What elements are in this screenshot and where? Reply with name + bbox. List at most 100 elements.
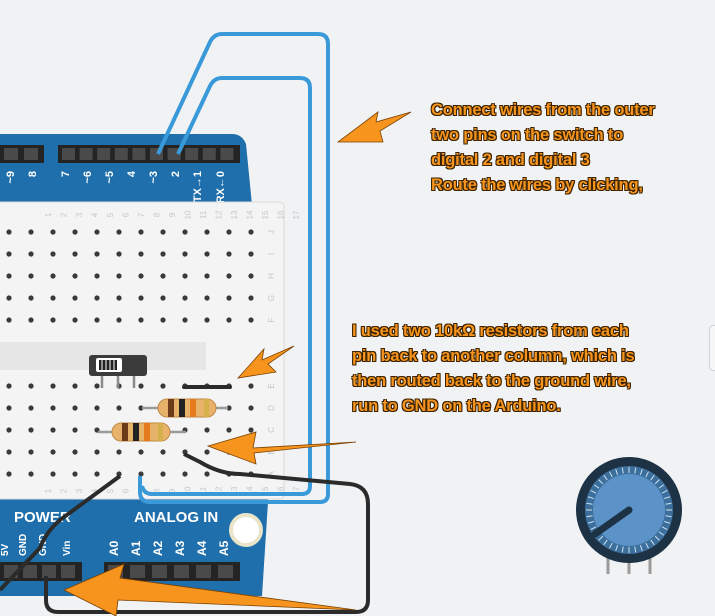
breadboard-hole[interactable] (248, 405, 254, 411)
breadboard-hole[interactable] (138, 251, 144, 257)
breadboard-hole[interactable] (226, 251, 232, 257)
header-socket[interactable] (79, 148, 93, 160)
breadboard-hole[interactable] (28, 273, 34, 279)
breadboard-hole[interactable] (28, 383, 34, 389)
breadboard-hole[interactable] (50, 405, 56, 411)
breadboard-hole[interactable] (50, 317, 56, 323)
breadboard-hole[interactable] (94, 383, 100, 389)
breadboard-hole[interactable] (160, 229, 166, 235)
breadboard-hole[interactable] (28, 471, 34, 477)
slide-switch[interactable] (89, 355, 147, 388)
breadboard-hole[interactable] (72, 405, 78, 411)
header-socket[interactable] (4, 148, 18, 160)
breadboard-hole[interactable] (6, 317, 12, 323)
header-socket[interactable] (185, 148, 199, 160)
breadboard-hole[interactable] (248, 383, 254, 389)
breadboard-hole[interactable] (138, 273, 144, 279)
wire-black-ground[interactable] (44, 452, 370, 614)
breadboard-hole[interactable] (138, 383, 144, 389)
breadboard-hole[interactable] (94, 295, 100, 301)
breadboard-hole[interactable] (116, 295, 122, 301)
breadboard-hole[interactable] (204, 295, 210, 301)
resistor[interactable] (98, 422, 186, 442)
breadboard-hole[interactable] (182, 229, 188, 235)
breadboard-hole[interactable] (226, 295, 232, 301)
breadboard-hole[interactable] (248, 317, 254, 323)
breadboard-hole[interactable] (72, 449, 78, 455)
breadboard-hole[interactable] (138, 229, 144, 235)
breadboard-hole[interactable] (160, 317, 166, 323)
potentiometer[interactable] (576, 457, 682, 574)
breadboard-hole[interactable] (28, 295, 34, 301)
breadboard-hole[interactable] (248, 427, 254, 433)
breadboard-hole[interactable] (6, 449, 12, 455)
breadboard-hole[interactable] (248, 295, 254, 301)
breadboard-hole[interactable] (72, 229, 78, 235)
breadboard-hole[interactable] (50, 427, 56, 433)
breadboard-hole[interactable] (204, 229, 210, 235)
breadboard-hole[interactable] (6, 251, 12, 257)
breadboard-hole[interactable] (6, 471, 12, 477)
header-socket[interactable] (114, 148, 128, 160)
breadboard-hole[interactable] (72, 295, 78, 301)
breadboard-hole[interactable] (248, 251, 254, 257)
breadboard-hole[interactable] (160, 273, 166, 279)
breadboard-hole[interactable] (138, 317, 144, 323)
breadboard-hole[interactable] (28, 229, 34, 235)
breadboard-hole[interactable] (94, 317, 100, 323)
breadboard-hole[interactable] (6, 295, 12, 301)
breadboard-hole[interactable] (72, 383, 78, 389)
breadboard-hole[interactable] (160, 251, 166, 257)
breadboard-hole[interactable] (116, 251, 122, 257)
header-socket[interactable] (42, 565, 56, 578)
breadboard-hole[interactable] (94, 471, 100, 477)
header-socket[interactable] (61, 565, 75, 578)
breadboard-hole[interactable] (182, 471, 188, 477)
breadboard-hole[interactable] (72, 317, 78, 323)
breadboard-hole[interactable] (72, 251, 78, 257)
breadboard-hole[interactable] (94, 449, 100, 455)
breadboard-hole[interactable] (50, 449, 56, 455)
breadboard-hole[interactable] (226, 405, 232, 411)
breadboard-hole[interactable] (94, 273, 100, 279)
breadboard-hole[interactable] (50, 229, 56, 235)
header-socket[interactable] (97, 148, 111, 160)
breadboard-hole[interactable] (94, 229, 100, 235)
breadboard-hole[interactable] (226, 273, 232, 279)
breadboard-hole[interactable] (50, 273, 56, 279)
breadboard-hole[interactable] (160, 295, 166, 301)
breadboard-hole[interactable] (50, 251, 56, 257)
header-socket[interactable] (152, 565, 167, 578)
breadboard-hole[interactable] (182, 273, 188, 279)
breadboard-hole[interactable] (138, 295, 144, 301)
breadboard-hole[interactable] (72, 273, 78, 279)
breadboard-hole[interactable] (248, 229, 254, 235)
breadboard-hole[interactable] (116, 449, 122, 455)
breadboard-hole[interactable] (28, 317, 34, 323)
breadboard-hole[interactable] (28, 449, 34, 455)
breadboard-hole[interactable] (204, 251, 210, 257)
header-socket[interactable] (196, 565, 211, 578)
header-socket[interactable] (62, 148, 75, 160)
breadboard-hole[interactable] (116, 405, 122, 411)
breadboard-hole[interactable] (248, 273, 254, 279)
breadboard-hole[interactable] (28, 427, 34, 433)
header-socket[interactable] (202, 148, 216, 160)
breadboard-hole[interactable] (160, 449, 166, 455)
breadboard-hole[interactable] (28, 251, 34, 257)
breadboard-hole[interactable] (226, 427, 232, 433)
breadboard-hole[interactable] (50, 295, 56, 301)
breadboard-hole[interactable] (204, 273, 210, 279)
breadboard-hole[interactable] (204, 471, 210, 477)
header-socket[interactable] (23, 565, 37, 578)
breadboard-hole[interactable] (72, 427, 78, 433)
header-socket[interactable] (174, 565, 189, 578)
breadboard-hole[interactable] (6, 273, 12, 279)
breadboard-hole[interactable] (116, 229, 122, 235)
breadboard-hole[interactable] (6, 405, 12, 411)
breadboard-hole[interactable] (160, 383, 166, 389)
breadboard-hole[interactable] (226, 229, 232, 235)
breadboard-hole[interactable] (72, 471, 78, 477)
